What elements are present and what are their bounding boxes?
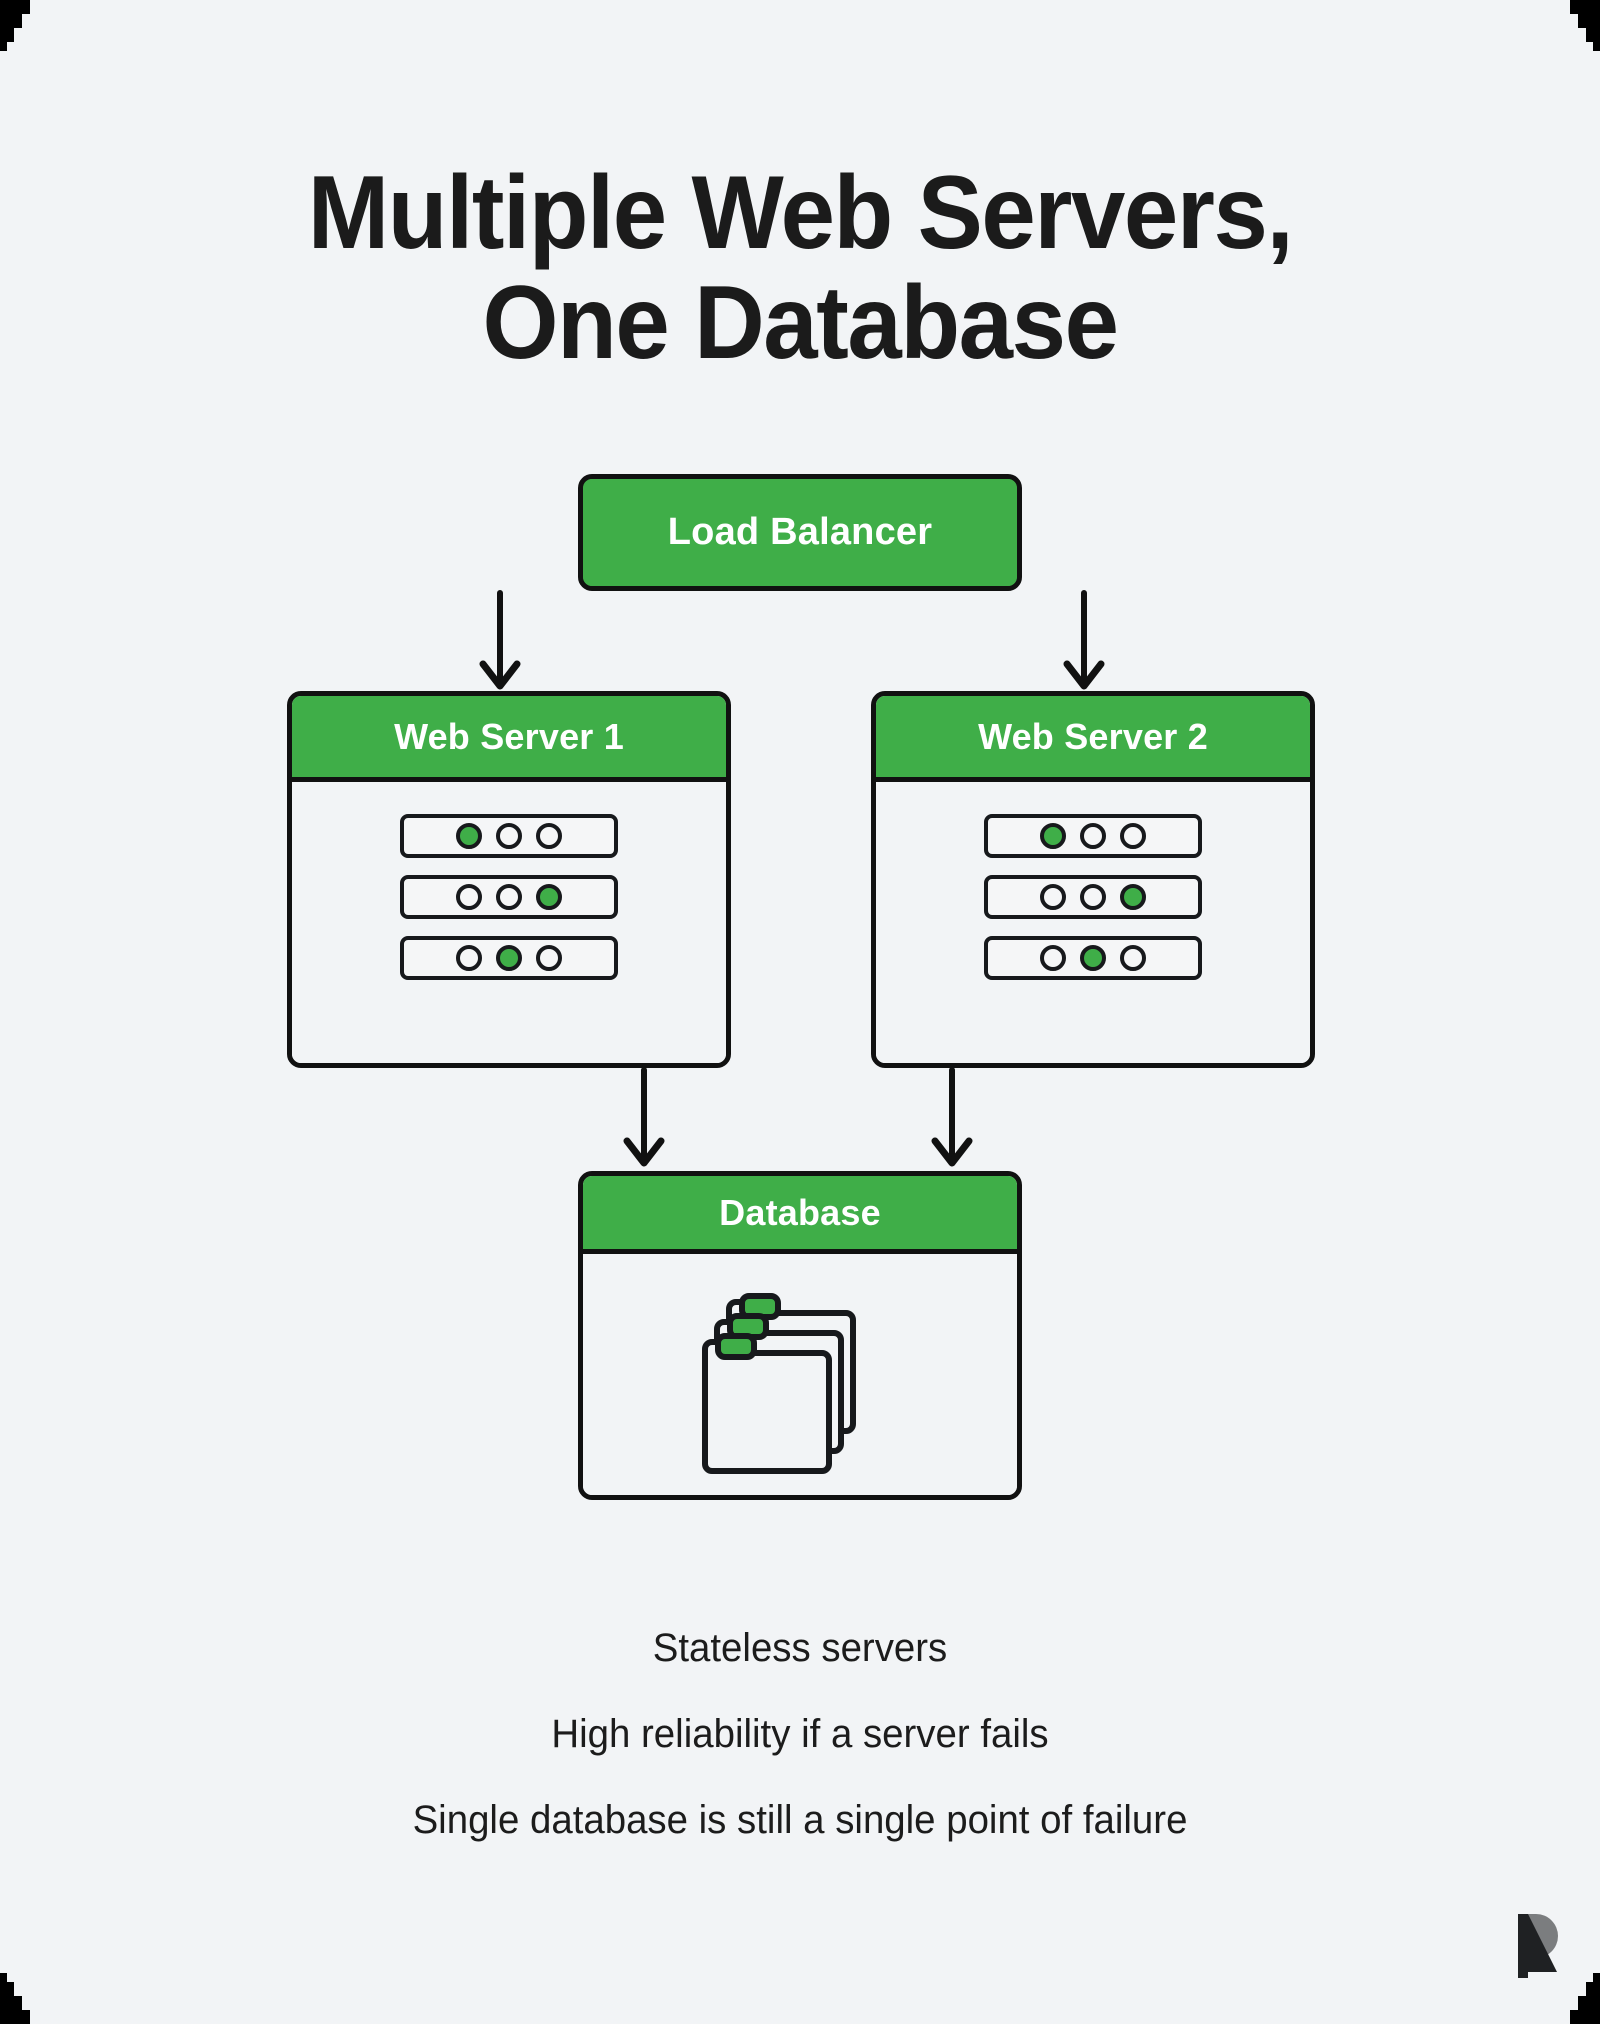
node-database[interactable]: Database: [578, 1171, 1022, 1500]
web-server-2-rack: [876, 782, 1310, 1063]
led-indicator: [1080, 884, 1106, 910]
led-indicator: [536, 823, 562, 849]
led-indicator: [536, 884, 562, 910]
led-indicator: [1120, 884, 1146, 910]
caption-line: High reliability if a server fails: [551, 1712, 1049, 1756]
caption-line: Stateless servers: [652, 1626, 948, 1670]
rack-row: [984, 814, 1202, 858]
brand-logo-icon: [1518, 1914, 1558, 1978]
led-indicator: [1040, 945, 1066, 971]
led-indicator: [1080, 945, 1106, 971]
arrow-lb-to-web-server-2: [1063, 590, 1105, 690]
database-label: Database: [583, 1176, 1017, 1254]
node-web-server-2[interactable]: Web Server 2: [871, 691, 1315, 1068]
arrow-web-server-2-to-database: [931, 1067, 973, 1167]
led-indicator: [1040, 884, 1066, 910]
corner-marker-top-right: [1542, 0, 1600, 58]
caption-line: Single database is still a single point …: [412, 1798, 1188, 1842]
led-indicator: [536, 945, 562, 971]
rack-row: [984, 936, 1202, 980]
led-indicator: [1080, 823, 1106, 849]
rack-row: [984, 875, 1202, 919]
caption-list: Stateless servers High reliability if a …: [0, 1628, 1600, 1840]
web-server-1-rack: [292, 782, 726, 1063]
corner-marker-bottom-left: [0, 1966, 58, 2024]
led-indicator: [456, 884, 482, 910]
led-indicator: [1120, 823, 1146, 849]
page-title: Multiple Web Servers, One Database: [307, 154, 1294, 381]
led-indicator: [456, 945, 482, 971]
rack-row: [400, 936, 618, 980]
rack-row: [400, 814, 618, 858]
corner-marker-top-left: [0, 0, 58, 58]
led-indicator: [456, 823, 482, 849]
node-web-server-1[interactable]: Web Server 1: [287, 691, 731, 1068]
load-balancer-label: Load Balancer: [583, 479, 1017, 586]
led-indicator: [496, 945, 522, 971]
folder-stack-icon: [702, 1293, 856, 1474]
led-indicator: [1040, 823, 1066, 849]
web-server-2-label: Web Server 2: [876, 696, 1310, 782]
database-body: [583, 1254, 1017, 1495]
arrow-web-server-1-to-database: [623, 1067, 665, 1167]
web-server-1-label: Web Server 1: [292, 696, 726, 782]
rack-row: [400, 875, 618, 919]
corner-marker-bottom-right: [1542, 1966, 1600, 2024]
node-load-balancer[interactable]: Load Balancer: [578, 474, 1022, 591]
led-indicator: [496, 884, 522, 910]
led-indicator: [496, 823, 522, 849]
led-indicator: [1120, 945, 1146, 971]
arrow-lb-to-web-server-1: [479, 590, 521, 690]
